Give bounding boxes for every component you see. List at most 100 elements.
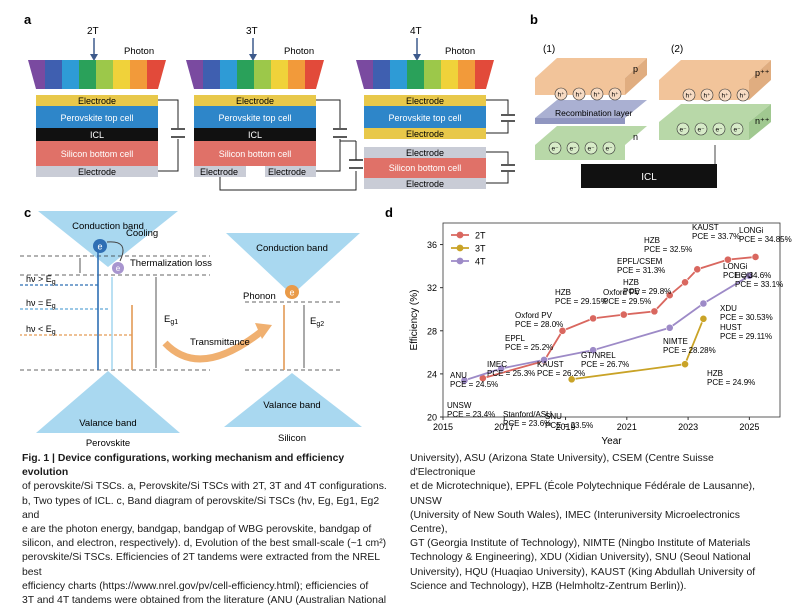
- panel-a-device-configurations: a 2T Photon Electrode Perovskite top cel…: [24, 12, 515, 191]
- data-point-2T: [558, 326, 567, 335]
- caption-line: b, Two types of ICL. c, Band diagram of …: [22, 495, 380, 521]
- svg-text:e⁻: e⁻: [715, 127, 723, 134]
- annotation-pce: PCE = 29.15%: [555, 297, 608, 306]
- svg-text:e⁻: e⁻: [697, 127, 705, 134]
- annotation-pce: PCE = 23.6%: [503, 419, 551, 428]
- config-label-2T: 2T: [87, 26, 99, 37]
- annotation-institution: SNU: [545, 412, 562, 421]
- x-tick-label: 2021: [617, 422, 637, 432]
- electrode-bottom-label-2T: Electrode: [78, 167, 116, 177]
- hv-gt-label: hν > Eg: [26, 274, 56, 286]
- caption-line: e are the photon energy, bandgap, bandga…: [22, 524, 372, 536]
- transmittance-label: Transmittance: [190, 337, 250, 348]
- annotation-institution: HZB: [707, 369, 723, 378]
- data-point-2T: [724, 255, 732, 264]
- hv-lt-label: hν < Eg: [26, 324, 56, 336]
- y-tick-label: 24: [427, 369, 437, 379]
- cooled-electron-label: e: [116, 264, 121, 273]
- icl-box: [581, 164, 717, 188]
- svg-text:e⁻: e⁻: [605, 146, 613, 153]
- silicon-electron: [285, 285, 299, 299]
- caption-line: of perovskite/Si TSCs. a, Perovskite/Si …: [22, 481, 387, 493]
- electrode-bottom-right-label-3T: Electrode: [268, 167, 306, 177]
- silicon-conduction-band: [226, 233, 360, 295]
- x-tick-label: 2025: [739, 422, 759, 432]
- x-tick-label: 2015: [433, 422, 453, 432]
- electrode-bottom-left-label-3T: Electrode: [200, 167, 238, 177]
- data-point-4T: [460, 376, 469, 385]
- nplus-layer-label: n⁺⁺: [755, 116, 770, 126]
- annotation-institution: EPFL: [505, 334, 526, 343]
- caption-title-line-1: Fig. 1 | Device configurations, working …: [22, 453, 345, 479]
- annotation-institution: Oxford PV: [603, 288, 641, 297]
- electrode-1-label-4T: Electrode: [406, 96, 444, 106]
- svg-text:h⁺: h⁺: [685, 93, 693, 100]
- svg-text:e⁻: e⁻: [679, 127, 687, 134]
- caption-line: Science and Technology), HZB (Helmholtz-…: [410, 580, 687, 592]
- annotation-institution: HZB: [555, 288, 571, 297]
- electrode-3-label-4T: Electrode: [406, 148, 444, 158]
- silicon-bottom-label-4T: Silicon bottom cell: [389, 163, 462, 173]
- n-layer-label: n: [633, 132, 638, 142]
- caption-line: University), HQU (Huaqiao University), K…: [410, 566, 756, 578]
- data-point-2T: [693, 265, 702, 274]
- holes-type-1: h⁺ h⁺ h⁺ h⁺: [554, 87, 622, 101]
- legend-marker-2T: [456, 231, 464, 239]
- y-tick-label: 28: [427, 326, 437, 336]
- annotation-pce: PCE = 31.3%: [617, 266, 665, 275]
- photon-arrowhead-2T: [90, 54, 98, 61]
- annotation-institution: GT/NREL: [581, 351, 616, 360]
- hot-electron: [93, 239, 107, 253]
- silicon-valence-band: [224, 373, 362, 427]
- annotation-pce: PCE = 30.53%: [720, 313, 773, 322]
- caption-line: GT (Georgia Institute of Technology), NI…: [410, 538, 751, 550]
- data-point-3T: [699, 314, 708, 323]
- y-tick-label: 20: [427, 413, 437, 423]
- wire-2T-bottom: [158, 139, 179, 172]
- annotation-pce: PCE = 28.28%: [663, 346, 716, 355]
- annotation-pce: PCE = 32.5%: [644, 245, 692, 254]
- legend-label-3T: 3T: [475, 244, 486, 254]
- panel-label-a: a: [24, 12, 32, 27]
- hot-electron-label: e: [97, 242, 102, 252]
- x-tick-label: 2019: [556, 422, 576, 432]
- cooling-arrow: [106, 241, 124, 262]
- chart-series: [460, 253, 760, 385]
- electrode-top-label-3T: Electrode: [236, 96, 274, 106]
- electrode-top-label-2T: Electrode: [78, 96, 116, 106]
- icl-type-1-label: (1): [543, 44, 555, 55]
- data-point-4T: [745, 271, 754, 280]
- silicon-electron-label: e: [289, 288, 294, 298]
- wire-2T-top: [158, 99, 179, 128]
- icl-2T: [36, 128, 158, 141]
- electrode-bottom-2T: [36, 166, 158, 177]
- photon-label-2T: Photon: [124, 46, 154, 57]
- cooling-label: Cooling: [126, 228, 158, 239]
- annotation-pce: PCE = 24.9%: [707, 378, 755, 387]
- thermalization-label: Thermalization loss: [130, 258, 212, 269]
- svg-text:h⁺: h⁺: [557, 92, 565, 99]
- icl-type-1: p Recombination layer n h⁺ h⁺ h⁺ h⁺ e⁻ e…: [535, 58, 647, 160]
- caption-line: perovskite/Si TSCs. Efficiencies of 2T t…: [22, 552, 380, 578]
- y-tick-label: 36: [427, 240, 437, 250]
- electrons-type-2: e⁻ e⁻ e⁻ e⁻: [676, 122, 744, 136]
- x-axis-label: Year: [601, 436, 622, 447]
- annotation-pce: PCE = 23.5%: [545, 421, 593, 430]
- annotation-pce: PCE = 25.3%: [487, 369, 535, 378]
- caption-line: efficiency charts (https://www.nrel.gov/…: [22, 580, 369, 592]
- eg1-label: Eg1: [164, 314, 178, 326]
- svg-text:e⁻: e⁻: [733, 127, 741, 134]
- photon-label-4T: Photon: [445, 46, 475, 57]
- photon-label-3T: Photon: [284, 46, 314, 57]
- icl-type-2-label: (2): [671, 44, 683, 55]
- annotation-pce: PCE = 34.6%: [723, 271, 771, 280]
